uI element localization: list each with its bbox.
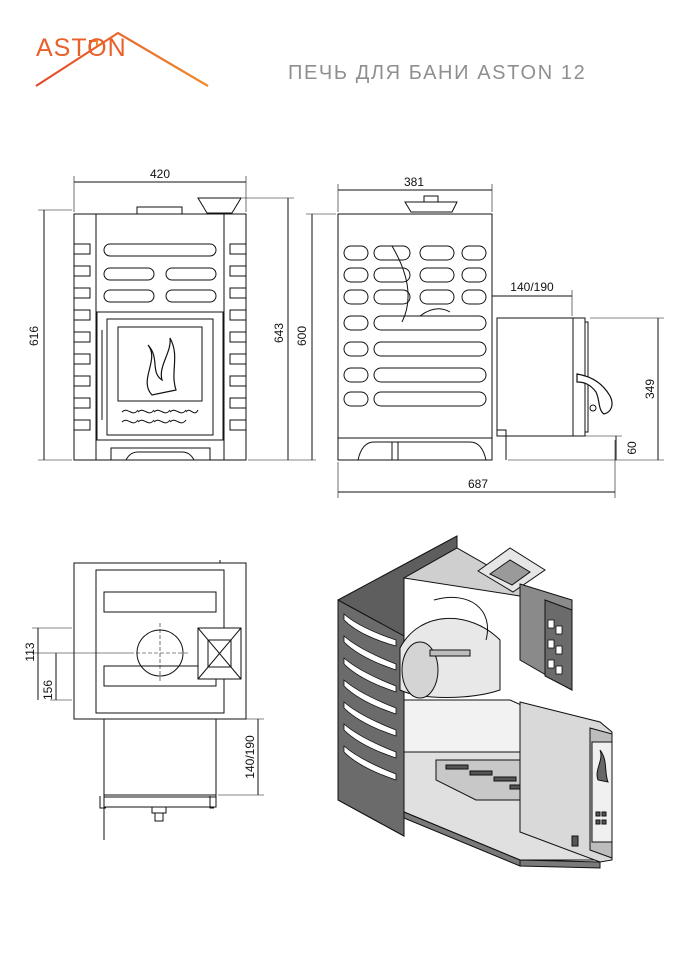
front-chimney xyxy=(197,197,242,214)
dim-front-height: 616 xyxy=(27,326,41,346)
dim-top-tunnel: 140/190 xyxy=(243,735,257,779)
front-louvers-left xyxy=(73,243,91,431)
flame-icon xyxy=(146,337,177,396)
logo-text: ASTON xyxy=(36,34,127,62)
iso-flame-icon xyxy=(596,749,609,783)
dim-top-offset-2: 156 xyxy=(41,680,55,700)
dim-top-offset-1: 113 xyxy=(23,642,37,661)
dim-total-height: 643 xyxy=(272,323,286,343)
side-view xyxy=(306,184,664,498)
aston-logo xyxy=(32,31,212,89)
front-ash-slots xyxy=(121,409,199,424)
page-title: ПЕЧЬ ДЛЯ БАНИ ASTON 12 xyxy=(288,62,587,84)
dim-side-depth: 381 xyxy=(404,175,424,189)
side-body xyxy=(337,213,493,461)
logo-roof-icon xyxy=(35,31,209,87)
side-chimney xyxy=(404,201,458,213)
dim-body-height: 600 xyxy=(295,326,309,346)
fire-tunnel xyxy=(496,317,574,437)
door-handle-icon xyxy=(576,373,613,415)
dim-front-width: 420 xyxy=(150,167,170,181)
side-slots xyxy=(343,245,487,407)
front-louvers-right xyxy=(229,243,247,431)
iso-door xyxy=(591,741,613,843)
isometric-cutaway xyxy=(337,535,613,869)
dim-tunnel-length: 140/190 xyxy=(510,280,554,294)
top-view xyxy=(32,560,264,840)
dim-tunnel-height: 349 xyxy=(643,379,657,399)
dim-tunnel-bottom: 60 xyxy=(625,441,639,455)
front-view xyxy=(38,176,316,461)
dim-total-length: 687 xyxy=(468,477,488,491)
